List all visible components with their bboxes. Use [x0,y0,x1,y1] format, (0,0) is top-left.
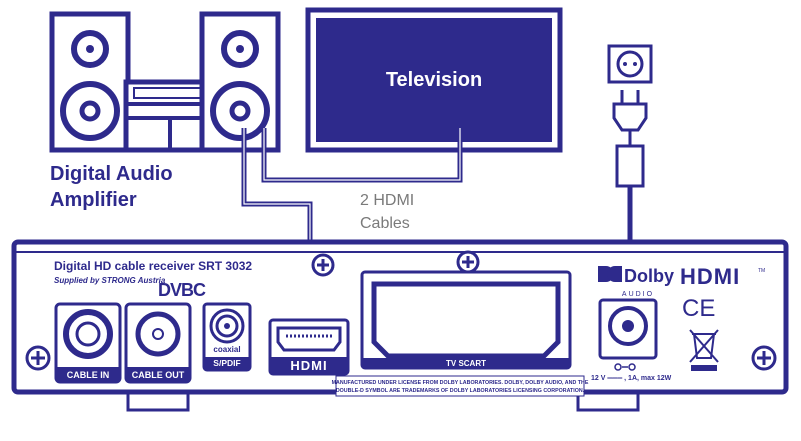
receiver-subtitle: Supplied by STRONG Austria [54,276,166,285]
screw-icon [25,345,51,371]
tv-scart-port[interactable] [360,270,572,370]
license-line1: MANUFACTURED UNDER LICENSE FROM DOLBY LA… [332,380,589,386]
ce-mark: CE [682,295,715,322]
receiver-title: Digital HD cable receiver SRT 3032 [54,259,252,273]
license-line2: DOUBLE-D SYMBOL ARE TRADEMARKS OF DOLBY … [336,388,585,394]
screw-icon [456,250,480,274]
weee-bin-icon [689,329,719,371]
coaxial-spdif-port[interactable] [202,302,252,372]
hdmi-logo: HDMI [680,264,740,289]
cable-out-port[interactable] [124,302,192,384]
dolby-double-d-icon [598,266,622,282]
dvbc-logo: DVBC [158,280,206,300]
hdmi-port-label: HDMI [290,358,327,373]
tv-scart-label: TV SCART [446,359,486,368]
cable-in-label: CABLE IN [67,370,110,380]
cable-in-port[interactable] [54,302,122,384]
power-plug-icon [612,90,648,188]
screw-icon [311,253,335,277]
hdmi-tm: TM [758,268,765,274]
amplifier-system [49,11,281,153]
cables-label-line1: 2 HDMI [360,192,414,209]
dolby-sub: AUDIO [622,291,654,298]
amplifier-label-line2: Amplifier [50,189,137,211]
dolby-name: Dolby [624,266,674,286]
speaker-icon [49,11,131,153]
license-box [335,375,585,397]
hdmi-port[interactable] [268,318,350,376]
television-icon [305,7,563,153]
dc-polarity-icon [614,363,636,371]
screw-icon [751,345,777,371]
cables-label-line2: Cables [360,215,410,232]
coaxial-label: coaxial [213,345,240,354]
spdif-label: S/PDIF [213,358,240,368]
speaker-icon [199,11,281,153]
dc-power-port[interactable] [598,298,658,360]
television-label: Television [386,69,482,91]
cable-out-label: CABLE OUT [132,370,185,380]
amplifier-label-line1: Digital Audio [50,163,173,185]
power-spec: 12 V ═══ , 1A, max 12W [591,375,672,382]
wall-socket-icon [607,44,653,84]
